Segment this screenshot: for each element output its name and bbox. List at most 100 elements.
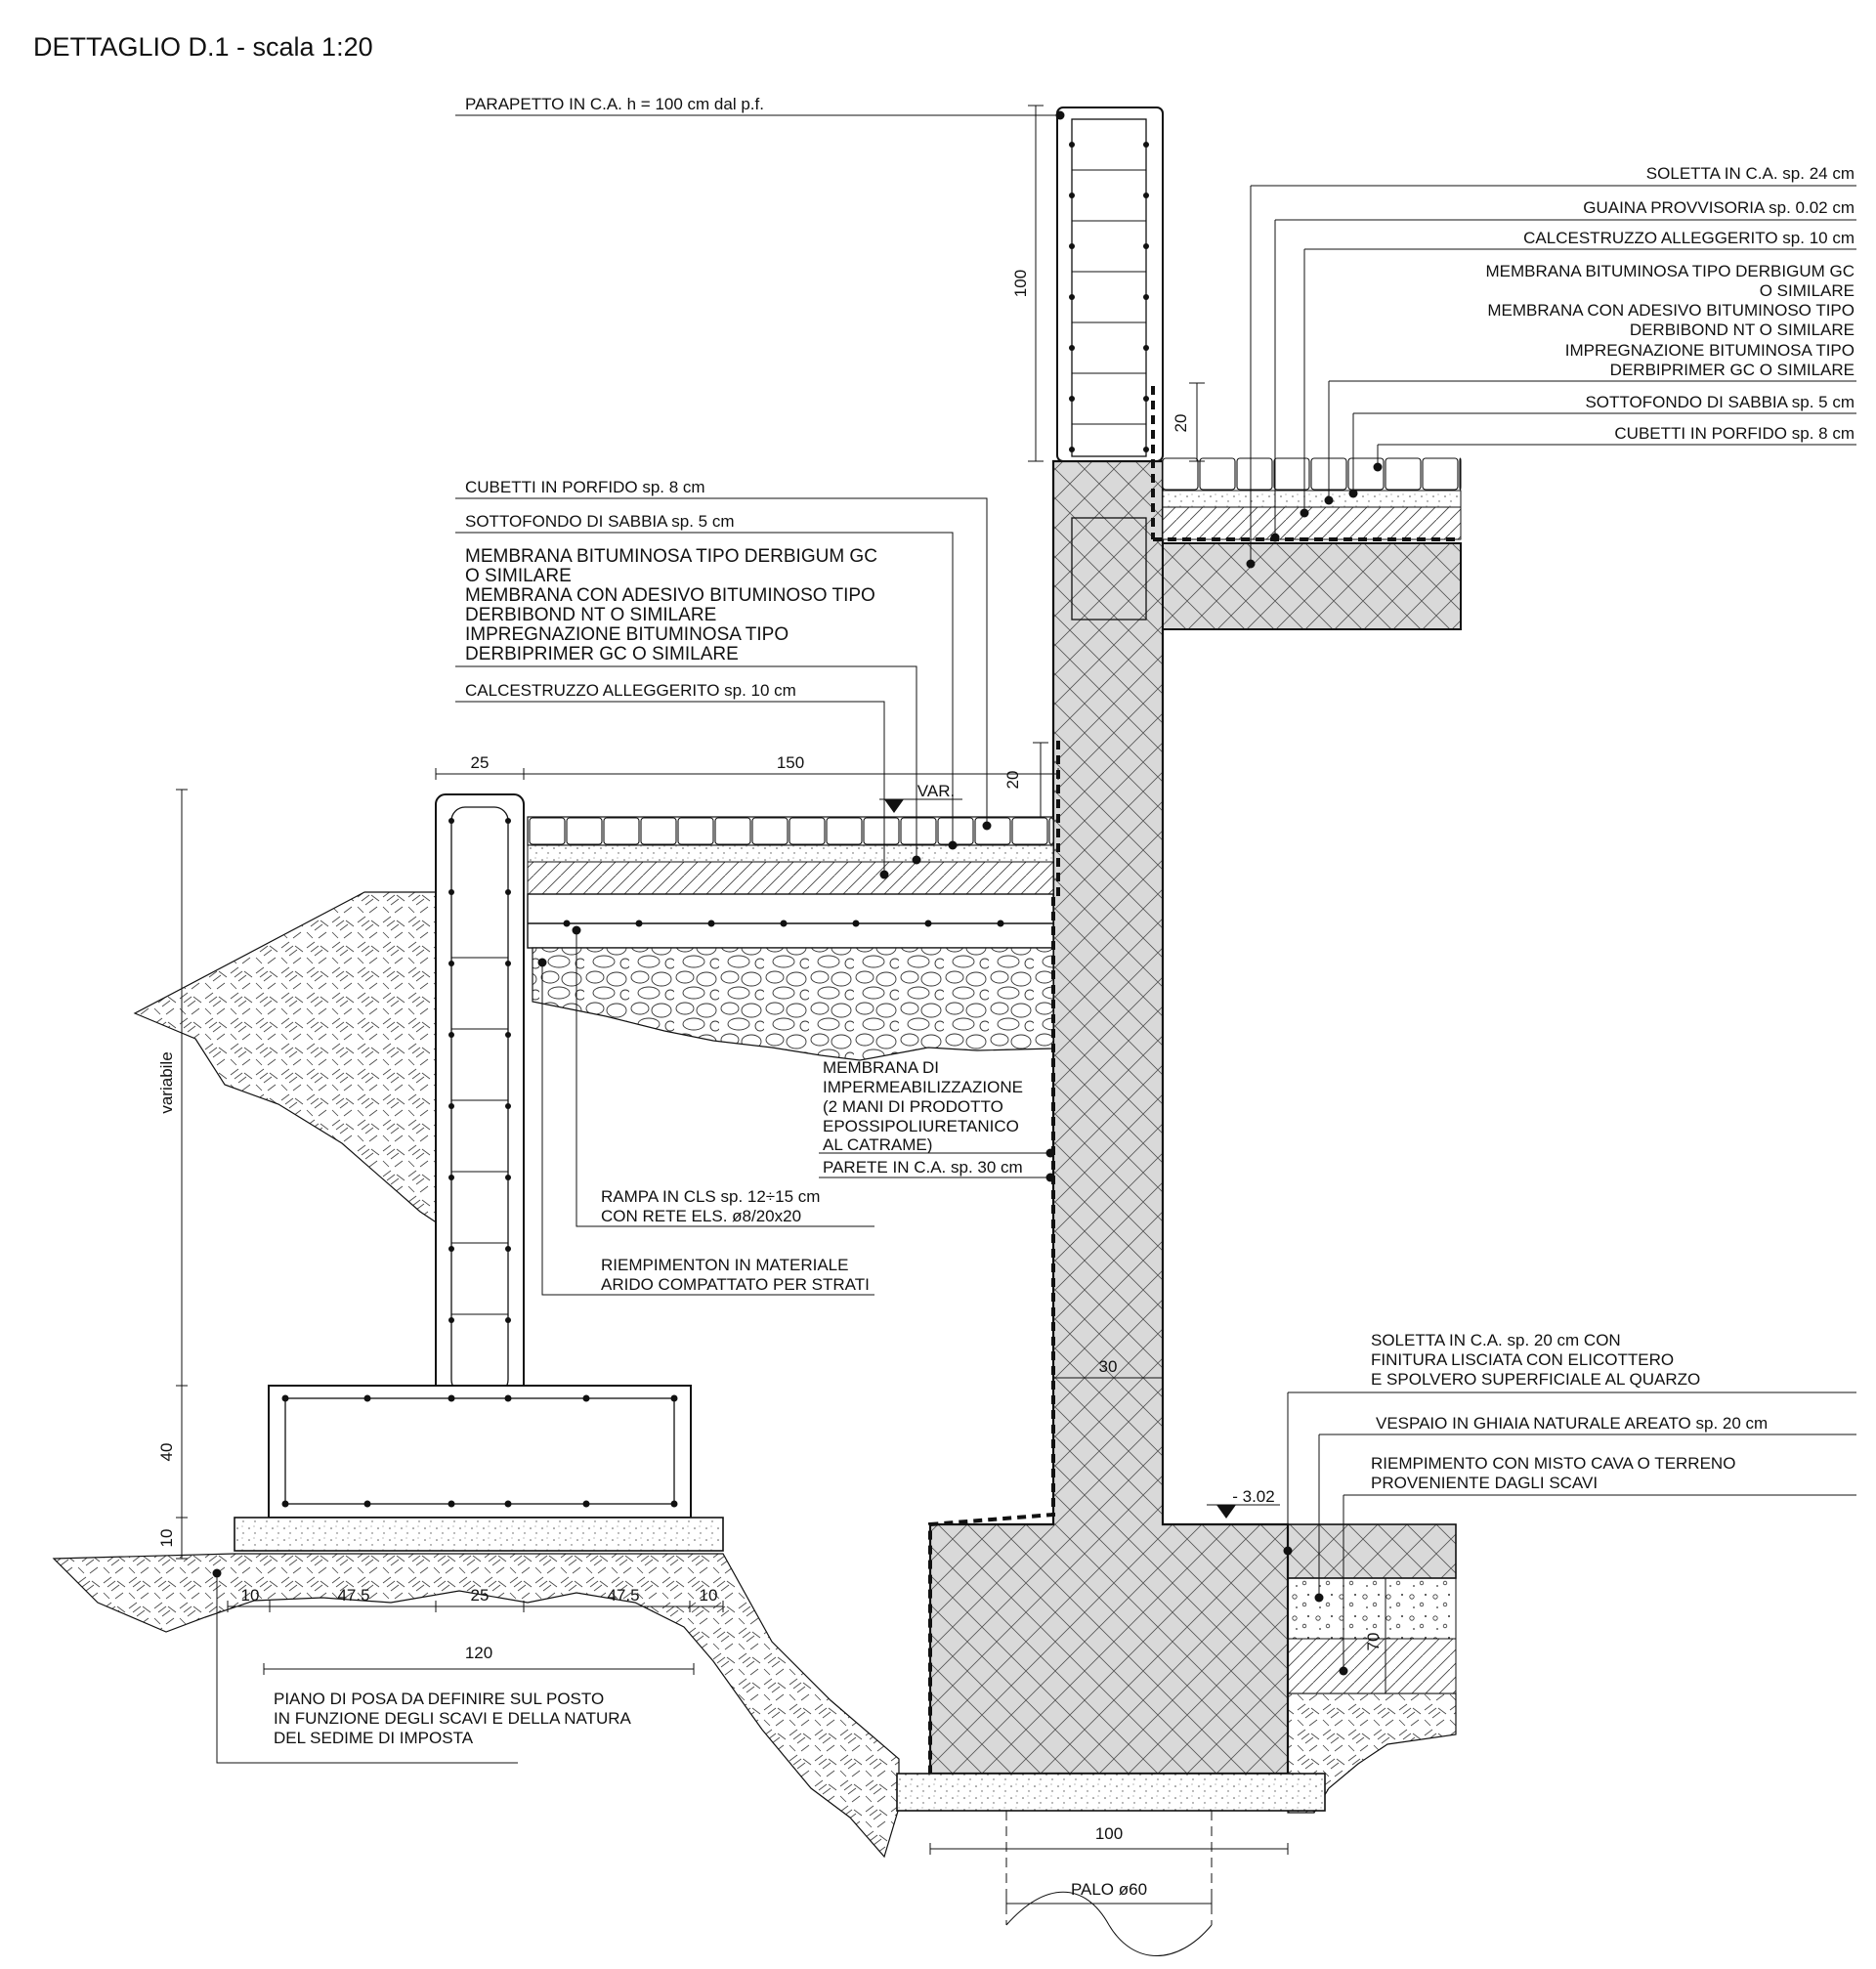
label-riemp-2: ARIDO COMPATTATO PER STRATI xyxy=(601,1275,870,1294)
footing-rebar-dot xyxy=(448,1500,455,1508)
left-wall-rebar-dot xyxy=(505,1103,511,1109)
leader-dot xyxy=(1348,489,1358,498)
left-wall xyxy=(435,793,525,1396)
parapet-rebar-dot xyxy=(1143,345,1149,351)
leader-dot xyxy=(1246,559,1256,569)
footing-rebar-dot xyxy=(582,1500,590,1508)
dimension-lines xyxy=(176,105,1386,1909)
label-membrane-left-1: MEMBRANA BITUMINOSA TIPO DERBIGUM GC xyxy=(465,546,877,567)
label-rampa-2: CON RETE ELS. ø8/20x20 xyxy=(601,1207,801,1225)
earth-base-left xyxy=(52,1553,900,1859)
label-membrane-left-5: IMPREGNAZIONE BITUMINOSA TIPO xyxy=(465,624,789,645)
label-soletta20-2: FINITURA LISCIATA CON ELICOTTERO xyxy=(1371,1350,1674,1369)
label-vespaio: VESPAIO IN GHIAIA NATURALE AREATO sp. 20… xyxy=(1376,1414,1768,1433)
dim-pile: PALO ø60 xyxy=(1071,1880,1147,1899)
label-porfido-left: CUBETTI IN PORFIDO sp. 8 cm xyxy=(465,478,705,496)
rebar-dot xyxy=(852,920,860,927)
left-wall-rebar-dot xyxy=(505,1032,511,1038)
dim-var: VAR. xyxy=(917,782,955,800)
left-footing xyxy=(268,1385,692,1519)
parapet-rebar-dot xyxy=(1143,142,1149,148)
label-membrane-upper-5: IMPREGNAZIONE BITUMINOSA TIPO xyxy=(1565,341,1855,360)
left-wall-rebar-dot xyxy=(505,1175,511,1180)
dim-base-47-right: 47.5 xyxy=(607,1586,639,1605)
dim-wall-width: 25 xyxy=(471,753,490,772)
lean-concrete-right xyxy=(896,1773,1326,1812)
dim-level: - 3.02 xyxy=(1232,1487,1274,1506)
label-porfido-upper: CUBETTI IN PORFIDO sp. 8 cm xyxy=(1614,424,1855,443)
label-imperm-1: MEMBRANA DI xyxy=(823,1058,939,1077)
left-wall-rebar-dot xyxy=(505,889,511,895)
parapet-rebar-dot xyxy=(1069,142,1075,148)
porphyry-cube xyxy=(789,817,826,845)
footing-rebar-dot xyxy=(670,1500,678,1508)
label-membrane-upper-6: DERBIPRIMER GC O SIMILARE xyxy=(1610,361,1855,379)
lean-concrete-left xyxy=(234,1517,724,1552)
porphyry-cube xyxy=(937,817,974,845)
footing-rebar-dot xyxy=(582,1394,590,1402)
upper-porphyry-cubes xyxy=(1162,457,1462,491)
dim-ramp-length: 150 xyxy=(777,753,804,772)
left-wall-rebar-dot xyxy=(505,1246,511,1252)
left-wall-rebar-dot xyxy=(505,818,511,824)
dim-base-10-left: 10 xyxy=(241,1586,260,1605)
dim-base-47-left: 47.5 xyxy=(337,1586,369,1605)
label-calcestruzzo-left: CALCESTRUZZO ALLEGGERITO sp. 10 cm xyxy=(465,681,796,700)
label-membrane-left-6: DERBIPRIMER GC O SIMILARE xyxy=(465,644,739,664)
label-rampa-1: RAMPA IN CLS sp. 12÷15 cm xyxy=(601,1187,820,1206)
leader-dot xyxy=(1300,508,1309,518)
label-piano-2: IN FUNZIONE DEGLI SCAVI E DELLA NATURA xyxy=(274,1709,632,1728)
porphyry-cube xyxy=(1199,457,1236,491)
porphyry-cube xyxy=(826,817,863,845)
dim-footing-height: 40 xyxy=(157,1443,176,1462)
label-piano-1: PIANO DI POSA DA DEFINIRE SUL POSTO xyxy=(274,1690,604,1708)
label-membrane-upper-2: O SIMILARE xyxy=(1760,281,1855,300)
dim-base-25: 25 xyxy=(471,1586,490,1605)
level-marker-var xyxy=(884,799,904,813)
porphyry-cube xyxy=(863,817,900,845)
label-membrane-upper-4: DERBIBOND NT O SIMILARE xyxy=(1630,321,1855,339)
leader-dot xyxy=(1339,1666,1348,1676)
leader-dot xyxy=(1283,1546,1293,1556)
dim-fill-70: 70 xyxy=(1364,1633,1383,1651)
left-wall-rebar-dot xyxy=(448,818,454,824)
porphyry-cube xyxy=(603,817,640,845)
footing-rebar-dot xyxy=(448,1394,455,1402)
dim-base-10-right: 10 xyxy=(700,1586,718,1605)
leader-dot xyxy=(948,840,958,850)
dim-step-upper: 20 xyxy=(1172,414,1190,433)
ramp-membrane xyxy=(928,741,1060,1774)
parapet xyxy=(1056,107,1164,462)
upper-lightweight-concrete xyxy=(1162,506,1462,540)
label-parete: PARETE IN C.A. sp. 30 cm xyxy=(823,1158,1023,1177)
label-soletta-24: SOLETTA IN C.A. sp. 24 cm xyxy=(1646,164,1855,183)
leader-dot xyxy=(212,1568,222,1578)
label-imperm-4: EPOSSIPOLIURETANICO xyxy=(823,1117,1019,1135)
porphyry-cube xyxy=(1236,457,1273,491)
left-wall-rebar-dot xyxy=(448,889,454,895)
porphyry-cube xyxy=(1459,457,1462,491)
label-soletta20-3: E SPOLVERO SUPERFICIALE AL QUARZO xyxy=(1371,1370,1700,1389)
leader-dot xyxy=(982,821,992,831)
porphyry-cube xyxy=(640,817,677,845)
leader-lines xyxy=(216,114,1856,1764)
left-wall-rebar-dot xyxy=(448,1317,454,1323)
parapet-rebar-dot xyxy=(1069,243,1075,249)
label-membrane-upper-3: MEMBRANA CON ADESIVO BITUMINOSO TIPO xyxy=(1487,301,1855,320)
ramp-sand xyxy=(527,844,1054,863)
stone-fill xyxy=(532,947,1054,1061)
dim-lean-height: 10 xyxy=(157,1529,176,1548)
parapet-rebar-dot xyxy=(1069,345,1075,351)
ramp-rebar-dots xyxy=(563,920,1004,927)
footing-rebar-dot xyxy=(281,1500,289,1508)
label-sabbia-left: SOTTOFONDO DI SABBIA sp. 5 cm xyxy=(465,512,735,531)
leader-dots xyxy=(212,110,1383,1676)
label-guaina: GUAINA PROVVISORIA sp. 0.02 cm xyxy=(1583,198,1855,217)
left-wall-rebar-dot xyxy=(448,961,454,966)
label-calcestruzzo-upper: CALCESTRUZZO ALLEGGERITO sp. 10 cm xyxy=(1523,229,1855,247)
porphyry-cube xyxy=(566,817,603,845)
parapet-rebar-dot xyxy=(1069,193,1075,198)
leader-dot xyxy=(1045,1173,1055,1182)
parapet-rebar-dot xyxy=(1143,193,1149,198)
